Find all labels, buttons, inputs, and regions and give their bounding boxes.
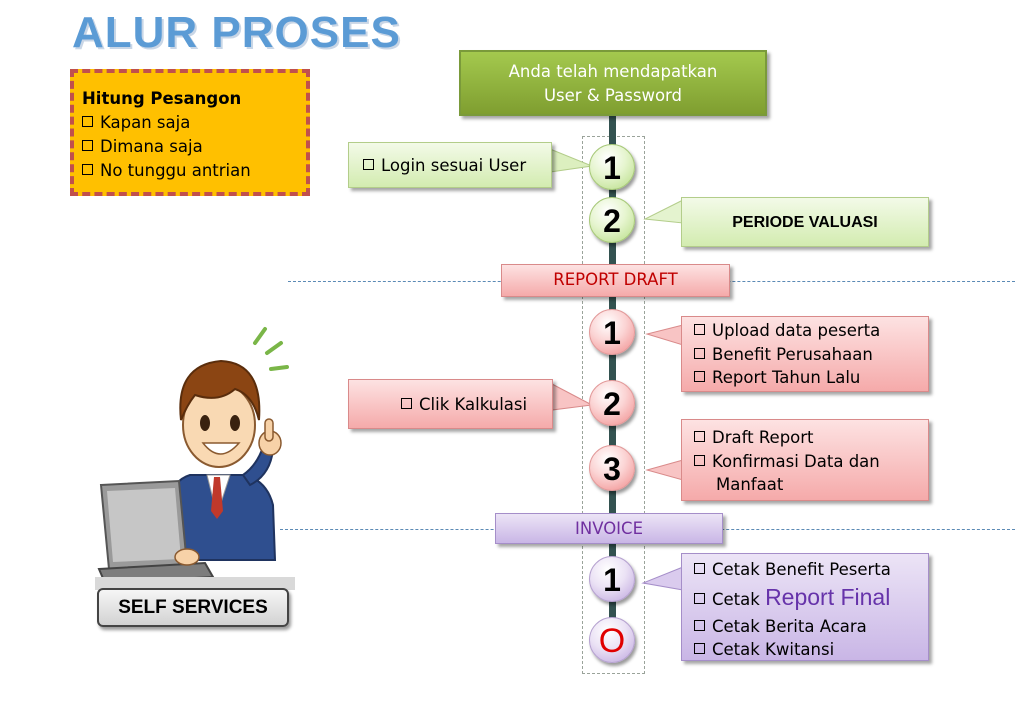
login-callout: Login sesuai User xyxy=(348,142,552,188)
list-item: Cetak Benefit Peserta xyxy=(694,558,928,582)
checkbox-icon xyxy=(694,563,705,574)
step-circle-draft-1: 1 xyxy=(589,309,635,355)
draft-step3-callout: Draft Report Konfirmasi Data dan Manfaat xyxy=(681,419,929,501)
report-draft-label: REPORT DRAFT xyxy=(501,264,730,297)
checkbox-icon xyxy=(694,347,705,359)
start-line: Anda telah mendapatkan xyxy=(508,62,718,81)
checkbox-icon xyxy=(82,164,93,175)
checkbox-icon xyxy=(694,643,705,654)
self-services-button[interactable]: SELF SERVICES xyxy=(97,588,289,627)
end-marker-circle: O xyxy=(589,617,635,663)
checkbox-icon xyxy=(694,454,705,466)
start-box: Anda telah mendapatkan User & Password xyxy=(459,50,767,116)
checkbox-icon xyxy=(694,324,705,335)
step-circle-draft-2: 2 xyxy=(589,380,635,426)
list-item: Benefit Perusahaan xyxy=(694,343,928,367)
person-with-laptop-illustration xyxy=(95,327,295,590)
page-title: ALUR PROSES xyxy=(72,8,401,57)
report-final-highlight: Report Final xyxy=(765,583,891,610)
step-circle-login-1: 1 xyxy=(589,144,635,190)
checkbox-icon xyxy=(82,140,93,151)
list-item: Konfirmasi Data dan Manfaat xyxy=(694,450,928,497)
kalkulasi-text: Clik Kalkulasi xyxy=(419,395,528,414)
timeline-spine xyxy=(609,116,616,636)
periode-valuasi-box: PERIODE VALUASI xyxy=(681,197,929,247)
draft-step2-callout: Clik Kalkulasi xyxy=(348,379,553,429)
list-item: Report Tahun Lalu xyxy=(694,366,928,390)
checkbox-icon xyxy=(694,592,705,604)
invoice-callout: Cetak Benefit Peserta Cetak Report Final… xyxy=(681,553,929,661)
list-item: Cetak Report Final xyxy=(694,582,928,615)
note-box: Hitung Pesangon Kapan saja Dimana saja N… xyxy=(70,69,310,196)
checkbox-icon xyxy=(694,371,705,382)
list-item: Upload data peserta xyxy=(694,319,928,343)
checkbox-icon xyxy=(694,431,705,442)
note-item: No tunggu antrian xyxy=(82,159,298,183)
step-circle-draft-3: 3 xyxy=(589,445,635,491)
checkbox-icon xyxy=(82,116,93,127)
draft-step1-callout: Upload data peserta Benefit Perusahaan R… xyxy=(681,316,929,392)
step-circle-invoice-1: 1 xyxy=(589,556,635,602)
note-heading: Hitung Pesangon xyxy=(82,89,242,108)
checkbox-icon xyxy=(694,619,705,631)
checkbox-icon xyxy=(363,159,374,170)
invoice-label: INVOICE xyxy=(495,513,723,544)
list-item: Cetak Kwitansi xyxy=(694,638,928,662)
list-item: Cetak Berita Acara xyxy=(694,615,928,639)
start-line: User & Password xyxy=(543,86,683,105)
login-text: Login sesuai User xyxy=(381,156,527,175)
step-circle-login-2: 2 xyxy=(589,197,635,243)
checkbox-icon xyxy=(401,398,412,409)
list-item: Draft Report xyxy=(694,426,928,450)
note-item: Kapan saja xyxy=(82,111,298,135)
note-item: Dimana saja xyxy=(82,135,298,159)
